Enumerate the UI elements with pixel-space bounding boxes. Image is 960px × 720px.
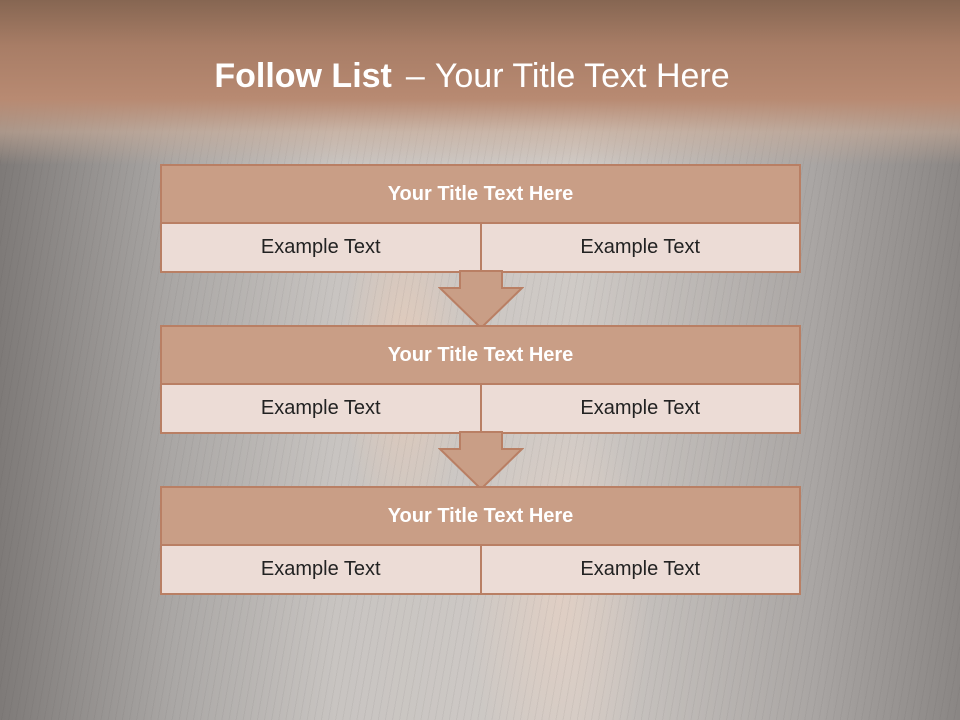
block-heading: Your Title Text Here	[162, 327, 799, 385]
slide-title: Follow List–Your Title Text Here	[0, 52, 944, 100]
block-row: Example Text Example Text	[162, 385, 799, 432]
block-cell-left: Example Text	[260, 558, 381, 580]
list-block-1: Your Title Text Here Example Text Exampl…	[160, 164, 801, 273]
block-row: Example Text Example Text	[162, 546, 799, 593]
block-cell-right: Example Text	[479, 385, 800, 432]
list-block-2: Your Title Text Here Example Text Exampl…	[160, 325, 801, 434]
block-row: Example Text Example Text	[162, 224, 799, 271]
block-cell-right: Example Text	[479, 546, 800, 593]
slide-title-rest: Your Title Text Here	[434, 57, 730, 95]
list-block-3: Your Title Text Here Example Text Exampl…	[160, 486, 801, 595]
block-cell-left: Example Text	[260, 397, 381, 419]
down-arrow-icon	[438, 270, 524, 330]
header-band	[0, 0, 960, 165]
slide-title-bold: Follow List	[214, 57, 392, 95]
block-heading: Your Title Text Here	[162, 488, 799, 546]
slide-title-separator: –	[405, 57, 425, 95]
down-arrow-icon	[438, 431, 524, 491]
block-cell-left: Example Text	[260, 236, 381, 258]
block-cell-right: Example Text	[479, 224, 800, 271]
block-heading: Your Title Text Here	[162, 166, 799, 224]
